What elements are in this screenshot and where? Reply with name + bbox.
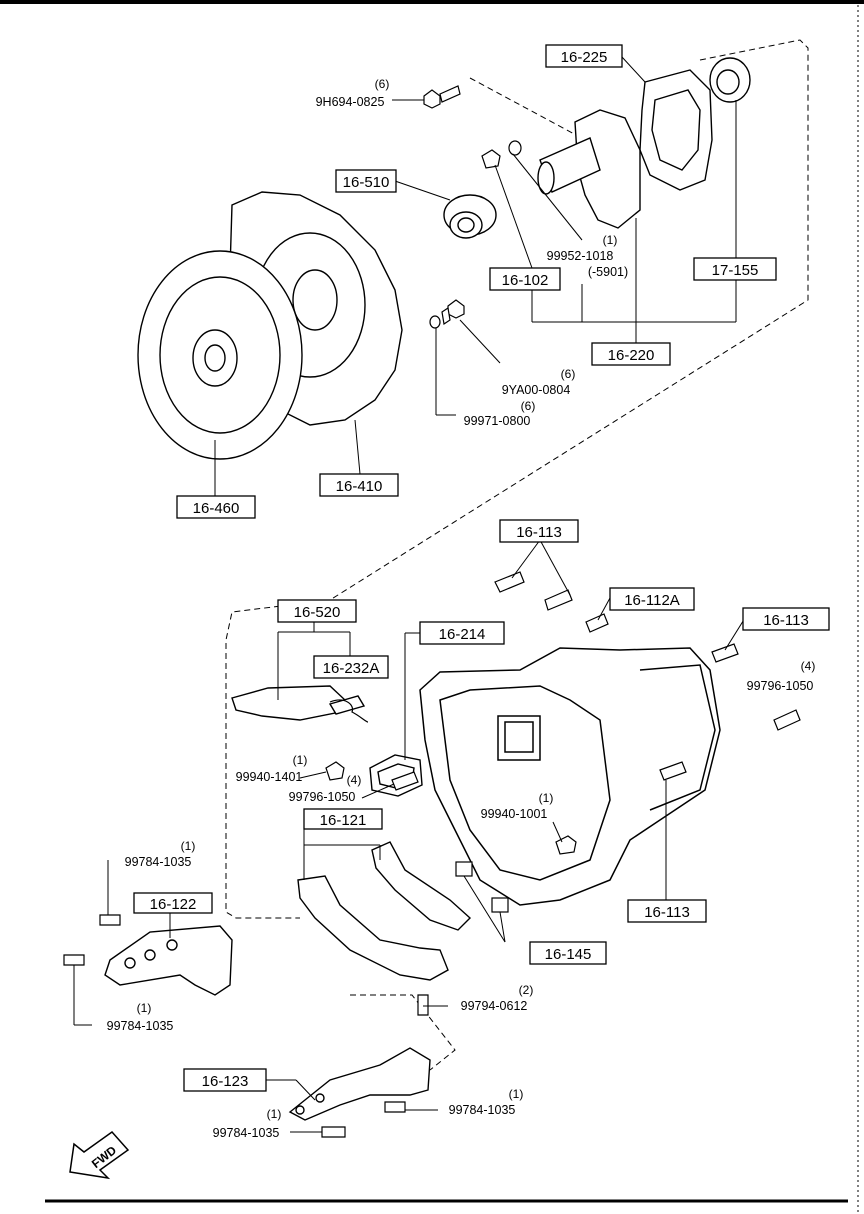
pn-99784-b: 99784-1035 [107,1019,174,1033]
qty-99796-left: (4) [347,773,362,787]
qty-99784-c: (1) [509,1087,524,1101]
label-16-510: 16-510 [343,174,390,191]
pn-99796-right: 99796-1050 [747,679,814,693]
label-16-214: 16-214 [439,626,486,643]
bracket-123-icon [288,1047,431,1121]
qty-99796-right: (4) [801,659,816,673]
qty-99784-b: (1) [137,1001,152,1015]
pn-99796-left: 99796-1050 [289,790,356,804]
front-cover-icon [537,109,641,229]
label-17-155: 17-155 [712,262,759,279]
label-16-225: 16-225 [561,49,608,66]
pn-99794: 99794-0612 [461,999,528,1013]
pn-99940-center: 99940-1001 [481,807,548,821]
pn-99940-left: 99940-1401 [236,770,303,784]
clutch-disc-icon [137,250,303,460]
qty-99952: (1) [603,233,618,247]
qty-99784-d: (1) [267,1107,282,1121]
label-16-520: 16-520 [294,604,341,621]
label-16-112a: 16-112A [624,592,680,609]
label-16-460: 16-460 [193,500,240,517]
clip-145-icon [455,861,509,913]
pn-99784-d: 99784-1035 [213,1126,280,1140]
pn-9h694: 9H694-0825 [316,95,385,109]
pn-99784-a: 99784-1035 [125,855,192,869]
lower-leaders [73,539,746,1133]
transmission-case-icon [419,647,721,906]
oil-seal-icon [709,57,751,103]
qty-9ya00: (6) [561,367,576,381]
label-16-220: 16-220 [608,347,655,364]
pn-99971: 99971-0800 [464,414,531,428]
release-fork-icon [231,685,366,721]
qty-99940-left: (1) [293,753,308,767]
label-16-123: 16-123 [202,1073,249,1090]
bracket-121-icon [297,841,472,981]
qty-99784-a: (1) [181,839,196,853]
upper-group-outline [225,39,809,919]
qty-9h694: (6) [375,77,390,91]
qty-99794: (2) [519,983,534,997]
label-16-121: 16-121 [320,812,367,829]
pn-99952: 99952-1018 [547,249,614,263]
label-16-113-right: 16-113 [763,612,809,629]
label-16-145: 16-145 [545,946,592,963]
pn-99784-c: 99784-1035 [449,1103,516,1117]
bracket-122-icon [104,925,233,996]
label-16-232a: 16-232A [323,660,380,677]
bolt-9ya00-icon [429,299,465,329]
label-boxes [133,44,830,1092]
label-16-122: 16-122 [150,896,197,913]
pn-99952-note: (-5901) [588,265,628,279]
upper-leaders [214,56,737,496]
bolt-9h694-icon [423,85,461,109]
fwd-arrow-icon: FWD [69,1130,130,1180]
label-16-102: 16-102 [502,272,549,289]
label-16-113-lower: 16-113 [644,904,690,921]
release-bearing-icon [443,194,497,239]
gasket-icon [639,69,713,191]
qty-99971: (6) [521,399,536,413]
pn-9ya00: 9YA00-0804 [502,383,571,397]
lower-bolts-icon [63,571,801,1138]
label-16-113-top: 16-113 [516,524,562,541]
lower-group-outline [350,994,456,1071]
label-16-410: 16-410 [336,478,383,495]
qty-99940-center: (1) [539,791,554,805]
small-seal-icon [481,140,522,169]
return-spring-icon [329,699,369,723]
